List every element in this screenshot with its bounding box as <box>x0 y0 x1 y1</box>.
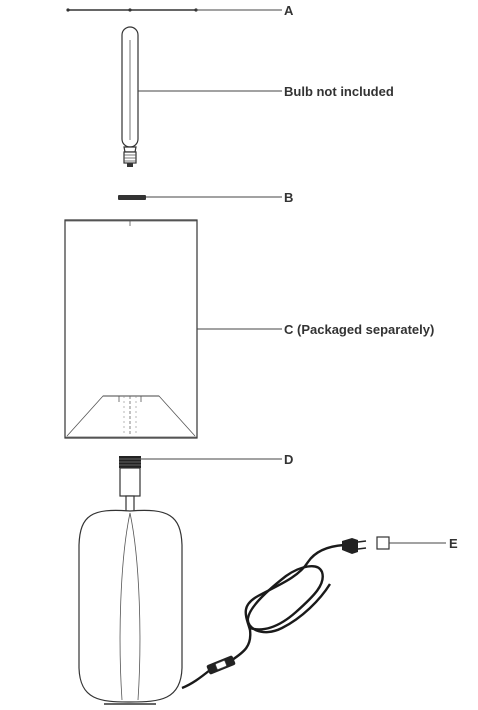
part-b-ring <box>118 195 146 200</box>
callout-label-bulb: Bulb not included <box>284 84 394 99</box>
callout-label-a: A <box>284 3 294 18</box>
callout-label-e: E <box>449 536 458 551</box>
callout-label-b: B <box>284 190 293 205</box>
part-a-top-bar <box>66 8 198 12</box>
plug <box>342 538 367 554</box>
callout-label-d: D <box>284 452 293 467</box>
power-cord <box>181 543 345 690</box>
lamp-base-body <box>78 509 183 705</box>
part-e-plug-cover <box>376 536 390 550</box>
part-c-lamp-shade <box>64 219 198 439</box>
tube-bulb <box>121 26 139 167</box>
callout-label-c: C (Packaged separately) <box>284 322 434 337</box>
inline-switch <box>206 655 236 675</box>
part-d-socket <box>119 456 141 513</box>
